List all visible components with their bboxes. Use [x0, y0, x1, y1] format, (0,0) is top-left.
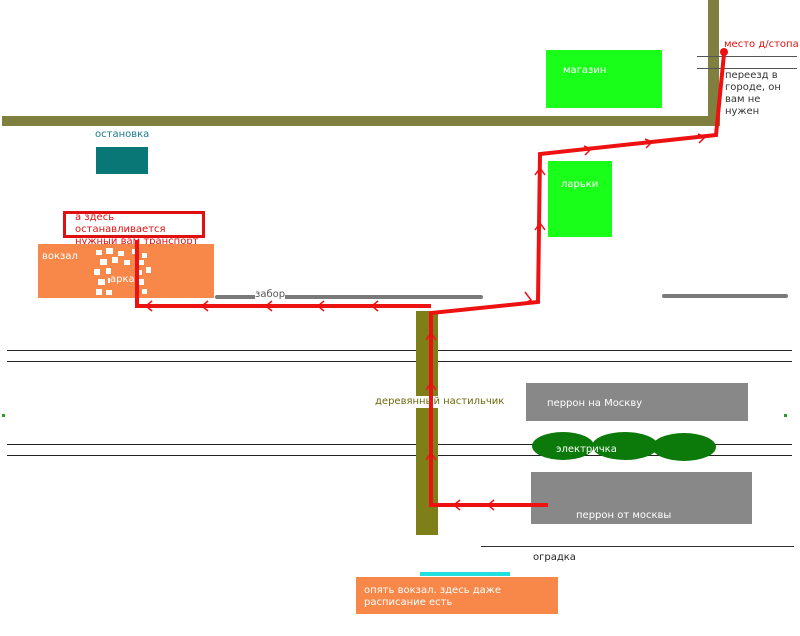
bus-stop-label: остановка [95, 129, 150, 140]
platform-from-moscow-label: перрон от москвы [576, 510, 672, 521]
crossing-note: переезд в городе, он вам не нужен [725, 70, 781, 117]
station-again-label: опять вокзал. здесь даже расписание есть [364, 585, 501, 608]
fence-left [215, 295, 483, 299]
shop-label: магазин [563, 65, 607, 76]
main-road-vertical [708, 0, 719, 126]
street-line [697, 68, 797, 69]
stop-point-label: место д/стопа [724, 39, 799, 50]
kiosks-building [548, 161, 612, 237]
station-again-building [356, 577, 558, 614]
rail-track [7, 350, 792, 351]
arch-label: арка [110, 274, 135, 286]
rail-track [7, 455, 792, 456]
platform-to-moscow-label: перрон на Москву [547, 398, 643, 409]
shop-building [546, 50, 662, 108]
timetable-strip [420, 572, 510, 576]
wooden-crossing-label: деревянный настильчик [375, 396, 505, 408]
railing-line [481, 546, 794, 547]
transport-note-box [63, 211, 205, 238]
rail-track [7, 361, 792, 362]
kiosks-label: ларьки [561, 179, 599, 190]
main-road-horizontal [2, 116, 720, 126]
platform-to-moscow [526, 383, 748, 421]
railing-label: оградка [533, 552, 576, 563]
station-label: вокзал [42, 251, 78, 262]
stray-mark [2, 414, 5, 417]
rail-track [7, 444, 792, 445]
train-cars [532, 432, 716, 461]
platform-from-moscow [531, 472, 752, 524]
street-line [697, 56, 797, 57]
bus-stop-shelter [96, 147, 148, 174]
fence-label: забор [255, 289, 286, 301]
fence-right [662, 294, 788, 298]
station-building [38, 244, 214, 298]
train-label: электричка [556, 444, 617, 455]
stray-mark [784, 414, 787, 417]
